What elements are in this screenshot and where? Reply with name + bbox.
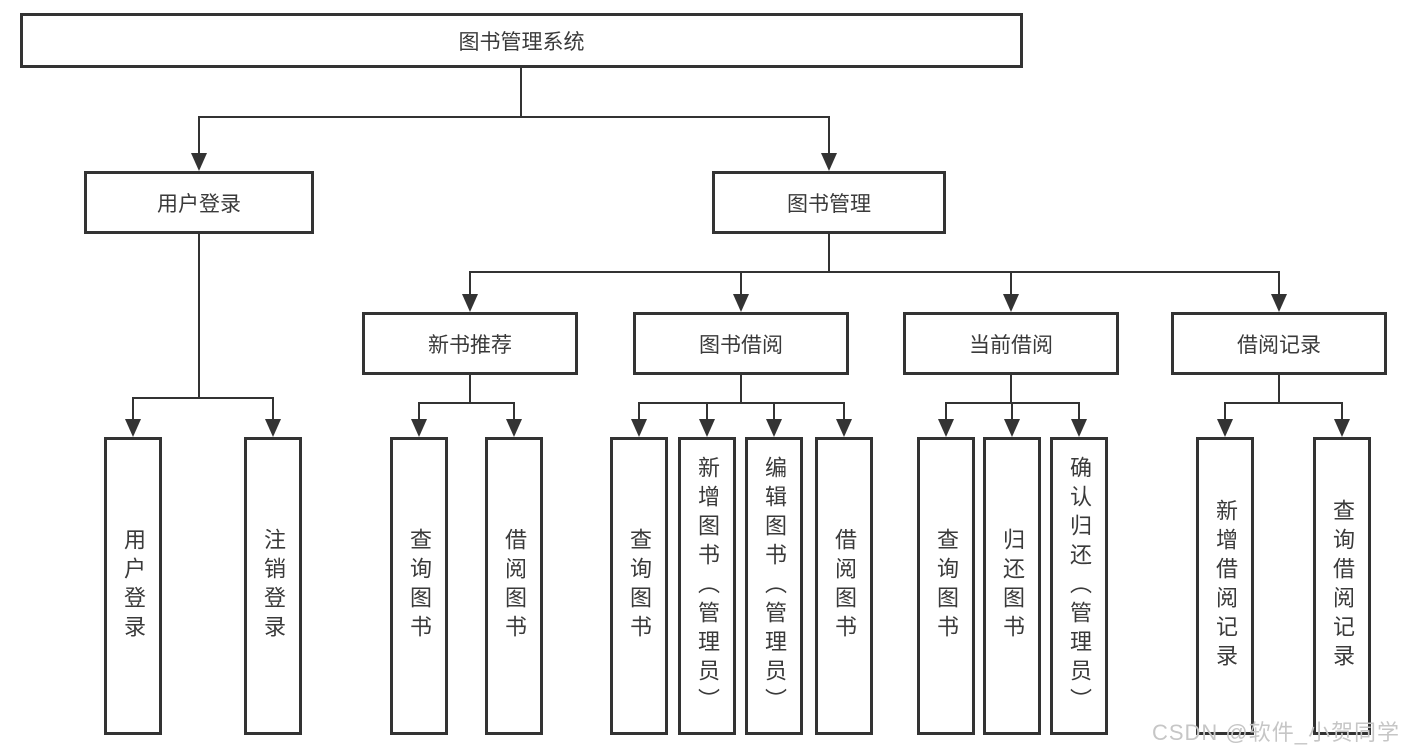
leaf-logout: 注销登录 xyxy=(244,437,302,735)
arrowhead-down-icon xyxy=(125,419,141,437)
connector-drop-line xyxy=(773,403,775,425)
connector-hline xyxy=(418,402,515,404)
connector-drop-line xyxy=(469,272,471,300)
connector-drop-line xyxy=(843,403,845,425)
leaf-borrow-book-rec: 借阅图书 xyxy=(485,437,543,735)
arrowhead-down-icon xyxy=(1071,419,1087,437)
leaf-edit-book-admin: 编辑图书（管理员） xyxy=(745,437,803,735)
connector-drop-line xyxy=(638,403,640,425)
connector-hline xyxy=(638,402,845,404)
connector-drop-line xyxy=(1078,403,1080,425)
connector-hline xyxy=(469,271,1280,273)
arrowhead-down-icon xyxy=(191,153,207,171)
arrowhead-down-icon xyxy=(699,419,715,437)
arrowhead-down-icon xyxy=(506,419,522,437)
arrowhead-down-icon xyxy=(265,419,281,437)
leaf-return-book: 归还图书 xyxy=(983,437,1041,735)
leaf-query-book-current: 查询图书 xyxy=(917,437,975,735)
watermark-text: CSDN @软件_小贺同学 xyxy=(1151,720,1400,745)
connector-hline xyxy=(198,116,830,118)
arrowhead-down-icon xyxy=(733,294,749,312)
connector-drop-line xyxy=(828,117,830,159)
node-book-borrow: 图书借阅 xyxy=(633,312,849,375)
leaf-query-borrow-record: 查询借阅记录 xyxy=(1313,437,1371,735)
connector-drop-line xyxy=(706,403,708,425)
connector-drop-line xyxy=(418,403,420,425)
connector-vline xyxy=(1010,375,1012,404)
connector-vline xyxy=(198,234,200,399)
connector-drop-line xyxy=(1341,403,1343,425)
leaf-confirm-return-admin: 确认归还（管理员） xyxy=(1050,437,1108,735)
connector-drop-line xyxy=(740,272,742,300)
connector-drop-line xyxy=(513,403,515,425)
leaf-query-book-borrow: 查询图书 xyxy=(610,437,668,735)
node-root-library-system: 图书管理系统 xyxy=(20,13,1023,68)
node-current-borrow: 当前借阅 xyxy=(903,312,1119,375)
connector-drop-line xyxy=(945,403,947,425)
node-new-book-recommend: 新书推荐 xyxy=(362,312,578,375)
connector-vline xyxy=(1278,375,1280,404)
leaf-add-borrow-record: 新增借阅记录 xyxy=(1196,437,1254,735)
arrowhead-down-icon xyxy=(821,153,837,171)
connector-drop-line xyxy=(1278,272,1280,300)
arrowhead-down-icon xyxy=(1217,419,1233,437)
connector-vline xyxy=(469,375,471,404)
connector-vline xyxy=(520,68,522,118)
connector-drop-line xyxy=(1224,403,1226,425)
connector-vline xyxy=(740,375,742,404)
arrowhead-down-icon xyxy=(462,294,478,312)
node-user-login: 用户登录 xyxy=(84,171,314,234)
arrowhead-down-icon xyxy=(1334,419,1350,437)
connector-hline xyxy=(132,397,274,399)
leaf-user-login: 用户登录 xyxy=(104,437,162,735)
leaf-add-book-admin: 新增图书（管理员） xyxy=(678,437,736,735)
arrowhead-down-icon xyxy=(1003,294,1019,312)
connector-drop-line xyxy=(1011,403,1013,425)
connector-drop-line xyxy=(1010,272,1012,300)
arrowhead-down-icon xyxy=(1004,419,1020,437)
leaf-borrow-book: 借阅图书 xyxy=(815,437,873,735)
arrowhead-down-icon xyxy=(1271,294,1287,312)
leaf-query-book-rec: 查询图书 xyxy=(390,437,448,735)
node-borrow-records: 借阅记录 xyxy=(1171,312,1387,375)
connector-hline xyxy=(1224,402,1343,404)
arrowhead-down-icon xyxy=(836,419,852,437)
node-book-management: 图书管理 xyxy=(712,171,946,234)
arrowhead-down-icon xyxy=(766,419,782,437)
connector-drop-line xyxy=(132,398,134,425)
arrowhead-down-icon xyxy=(411,419,427,437)
connector-drop-line xyxy=(198,117,200,159)
arrowhead-down-icon xyxy=(631,419,647,437)
connector-vline xyxy=(828,234,830,273)
arrowhead-down-icon xyxy=(938,419,954,437)
connector-drop-line xyxy=(272,398,274,425)
